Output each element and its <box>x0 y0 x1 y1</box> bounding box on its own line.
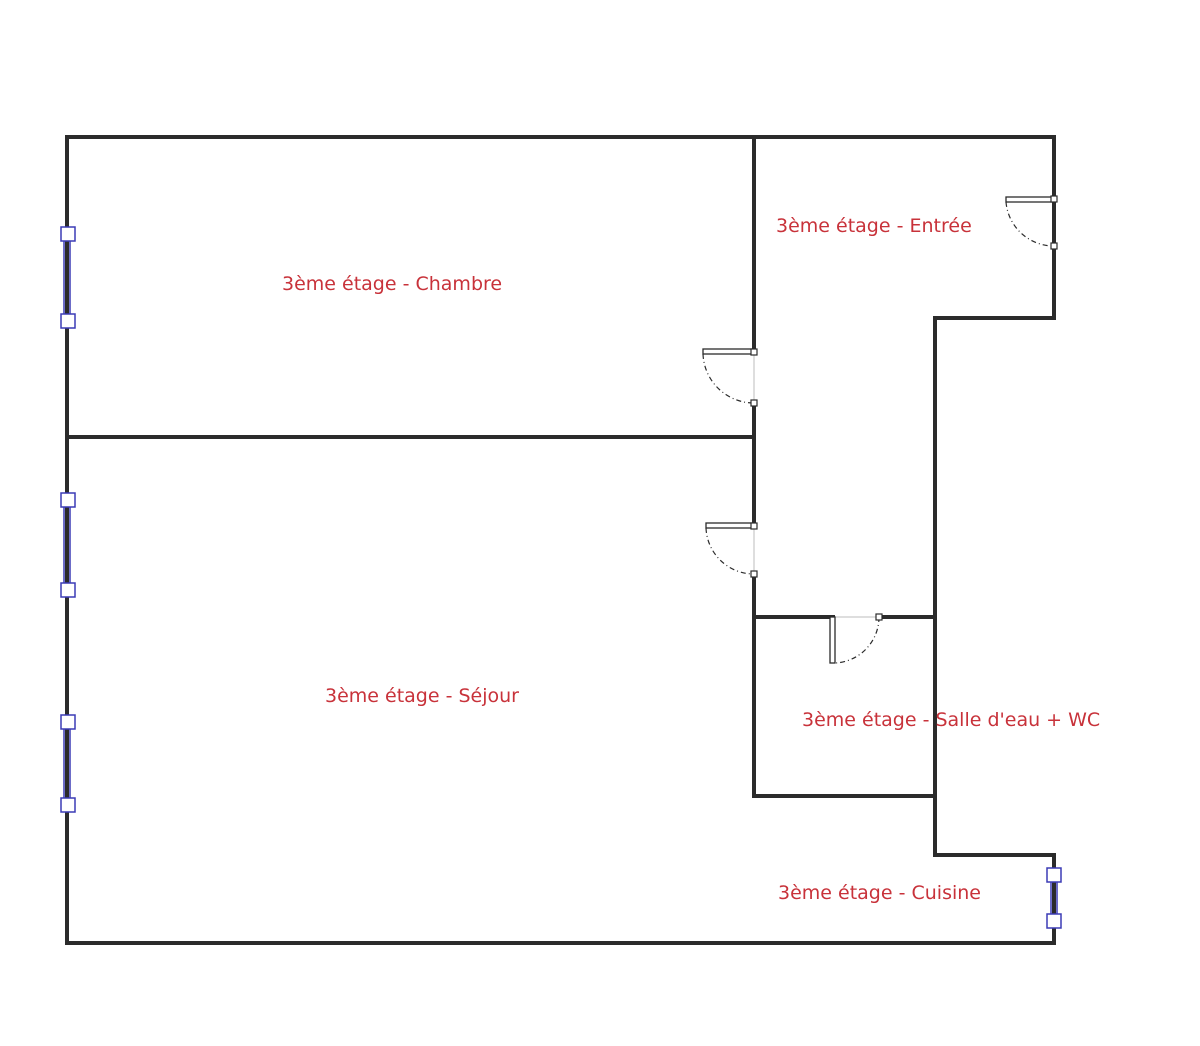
walls <box>65 135 1056 945</box>
window-sejour-2 <box>60 714 76 813</box>
room-labels: 3ème étage - Chambre 3ème étage - Entrée… <box>282 215 1100 904</box>
door-salle-eau <box>829 613 883 664</box>
room-label-cuisine: 3ème étage - Cuisine <box>778 882 981 904</box>
door-chambre <box>702 348 758 407</box>
doors <box>702 195 1058 664</box>
room-label-salle-eau: 3ème étage - Salle d'eau + WC <box>802 709 1100 731</box>
windows <box>60 226 1062 929</box>
room-label-sejour: 3ème étage - Séjour <box>325 685 519 707</box>
window-sejour-1 <box>60 492 76 598</box>
door-entree <box>1005 195 1058 250</box>
room-label-chambre: 3ème étage - Chambre <box>282 273 502 295</box>
door-sejour <box>705 522 758 578</box>
room-label-entree: 3ème étage - Entrée <box>776 215 972 237</box>
window-cuisine <box>1046 867 1062 929</box>
window-chambre <box>60 226 76 329</box>
